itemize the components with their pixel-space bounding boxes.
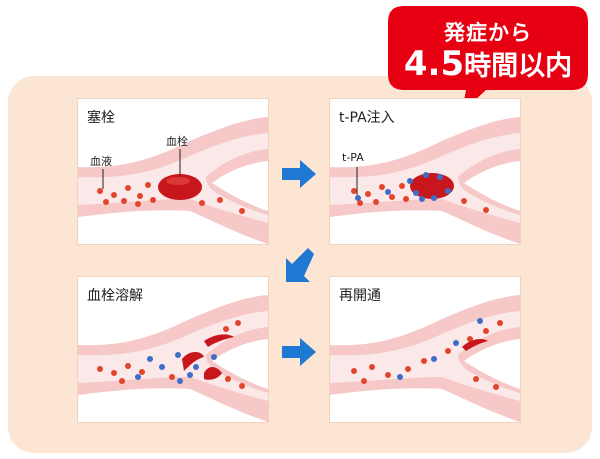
stage-thrombolysis: 血栓溶解	[77, 276, 269, 423]
label-clot: 血栓	[166, 135, 188, 148]
callout-hours-text: 4.5時間以内	[382, 44, 594, 84]
callout-bubble	[388, 6, 588, 112]
stage-title-embolism: 塞栓	[87, 110, 115, 126]
tpa-molecules	[397, 318, 483, 380]
stage-recanalization: 再開通	[329, 276, 521, 423]
tpa-molecules	[355, 172, 451, 202]
blood-clot-highlight	[166, 177, 190, 185]
clot-fragment	[462, 339, 488, 351]
clot-fragments	[182, 334, 234, 380]
blood-clot	[410, 173, 454, 199]
arrow-right-icon	[282, 160, 316, 188]
callout-hours-number: 4.5	[403, 44, 465, 84]
callout-hours-label: 時間以内	[464, 51, 573, 82]
label-blood: 血液	[90, 155, 112, 168]
callout-onset-text: 発症から	[444, 21, 532, 45]
arrow-down-left-icon	[286, 248, 314, 282]
stage-title-thrombolysis: 血栓溶解	[87, 288, 143, 304]
blood-vessel	[78, 295, 268, 422]
time-window-callout: 発症から 4.5時間以内	[382, 0, 594, 116]
stage-title-tpa-injection: t-PA注入	[339, 110, 395, 126]
red-blood-cells	[351, 183, 489, 213]
label-tpa: t-PA	[342, 151, 364, 164]
red-blood-cells	[97, 182, 245, 214]
stage-tpa-injection: t-PA注入 t-PA	[329, 98, 521, 245]
red-blood-cells	[351, 320, 503, 390]
arrow-right-icon	[282, 338, 316, 366]
tpa-molecules	[135, 352, 217, 384]
stage-embolism: 塞栓 血栓 血液	[77, 98, 269, 245]
stage-title-recanalization: 再開通	[339, 288, 381, 304]
